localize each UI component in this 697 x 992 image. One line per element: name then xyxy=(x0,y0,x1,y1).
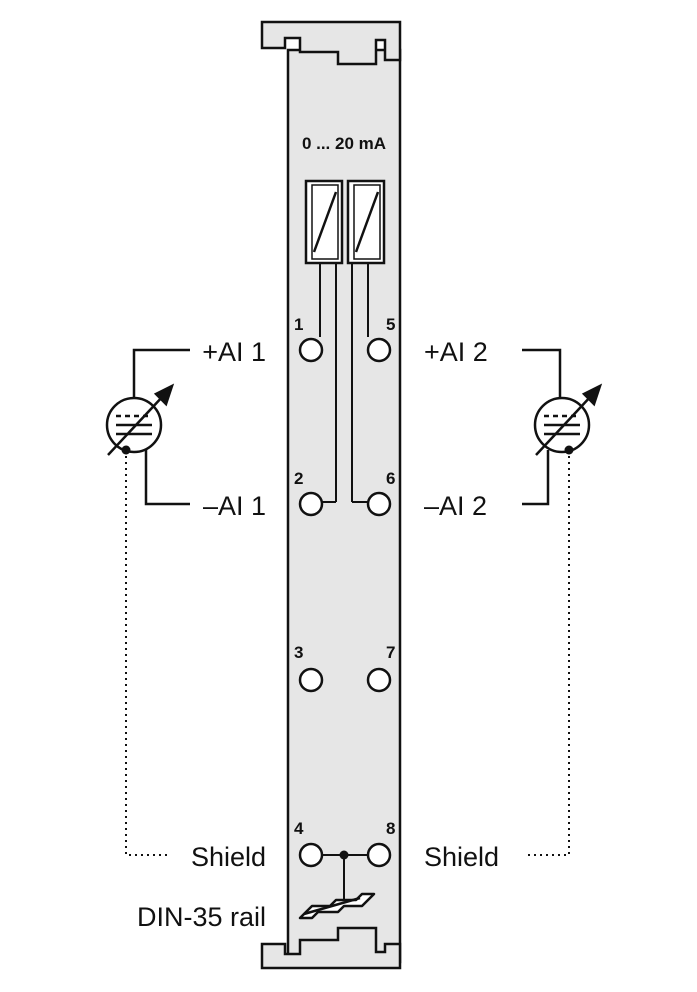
terminal-number-3: 3 xyxy=(294,643,303,662)
terminal-number-6: 6 xyxy=(386,469,395,488)
right-sensor-icon xyxy=(533,383,603,456)
left-shield-wire xyxy=(125,450,170,856)
internal-wiring xyxy=(319,263,369,900)
terminal-3[interactable] xyxy=(298,667,324,693)
label-shield-left: Shield xyxy=(191,842,266,872)
terminal-2[interactable] xyxy=(298,491,324,517)
label-din-rail: DIN-35 rail xyxy=(137,902,266,932)
range-label: 0 ... 20 mA xyxy=(302,134,386,153)
terminal-number-7: 7 xyxy=(386,643,395,662)
terminal-8[interactable] xyxy=(366,842,392,868)
terminal-1[interactable] xyxy=(298,337,324,363)
left-external-wiring xyxy=(132,348,190,506)
left-sensor-icon xyxy=(105,383,175,456)
terminals xyxy=(298,337,392,868)
label-minus-ai2: –AI 2 xyxy=(424,491,487,521)
right-shield-wire xyxy=(524,450,570,856)
shield-junction-dot xyxy=(339,850,349,860)
terminal-4[interactable] xyxy=(298,842,324,868)
module-top-latch xyxy=(260,20,402,66)
terminal-number-8: 8 xyxy=(386,819,395,838)
input-element-1 xyxy=(304,179,344,265)
label-plus-ai1: +AI 1 xyxy=(202,337,266,367)
terminal-7[interactable] xyxy=(366,667,392,693)
terminal-5[interactable] xyxy=(366,337,392,363)
input-element-2 xyxy=(346,179,386,265)
terminal-number-5: 5 xyxy=(386,315,395,334)
terminal-number-4: 4 xyxy=(294,819,304,838)
right-external-wiring xyxy=(522,348,562,506)
label-plus-ai2: +AI 2 xyxy=(424,337,488,367)
label-minus-ai1: –AI 1 xyxy=(203,491,266,521)
module-bottom-latch xyxy=(260,926,402,970)
label-shield-right: Shield xyxy=(424,842,499,872)
terminal-6[interactable] xyxy=(366,491,392,517)
right-sensor-shield-dot xyxy=(564,445,574,455)
din-rail-icon xyxy=(298,892,376,920)
terminal-number-2: 2 xyxy=(294,469,303,488)
terminal-number-1: 1 xyxy=(294,315,303,334)
left-sensor-shield-dot xyxy=(121,445,131,455)
